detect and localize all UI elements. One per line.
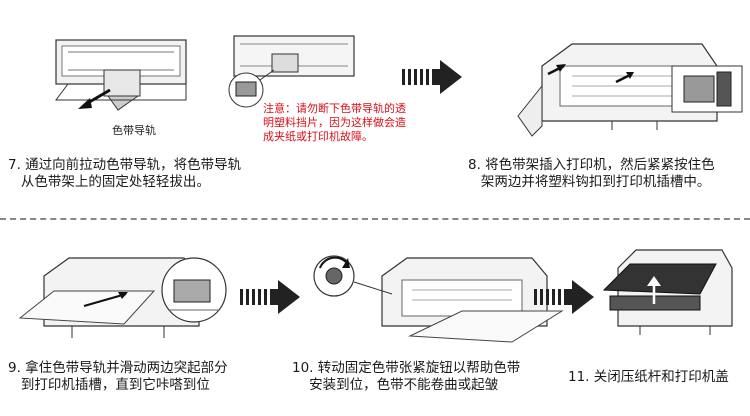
double-arrow-icon [240,280,300,314]
printer-close-cover-illustration [602,249,733,335]
double-arrow-icon [402,60,462,94]
section-divider [0,218,750,220]
step7-caption: 7. 通过向前拉动色带导轨，将色带导轨 从色带架上的固定处轻轻拔出。 [8,157,242,190]
printer-knob-rotate-illustration [313,255,564,343]
warning-note: 注意：请勿断下色带导轨的透 明塑料挡片，因为这样做会造 成夹纸或打印机故障。 [263,102,406,143]
printer-guide-slide-illustration [18,257,227,338]
ribbon-guide-label: 色带导轨 [112,124,156,137]
printer-insert-cartridge-illustration [517,43,743,137]
step8-caption: 8. 将色带架插入打印机，然后紧紧按住色 架两边并将塑料钩扣到打印机插槽中。 [468,157,715,190]
ribbon-cartridge-pull-illustration [55,39,187,111]
step10-caption: 10. 转动固定色带张紧旋钮以帮助色带 安装到位，色带不能卷曲或起皱 [292,360,521,393]
ribbon-cartridge-detail-illustration [228,35,355,108]
step9-caption: 9. 拿住色带导轨并滑动两边突起部分 到打印机插槽，直到它咔嗒到位 [8,360,228,393]
step11-caption: 11. 关闭压纸杆和打印机盖 [568,369,729,385]
double-arrow-icon [534,280,594,314]
